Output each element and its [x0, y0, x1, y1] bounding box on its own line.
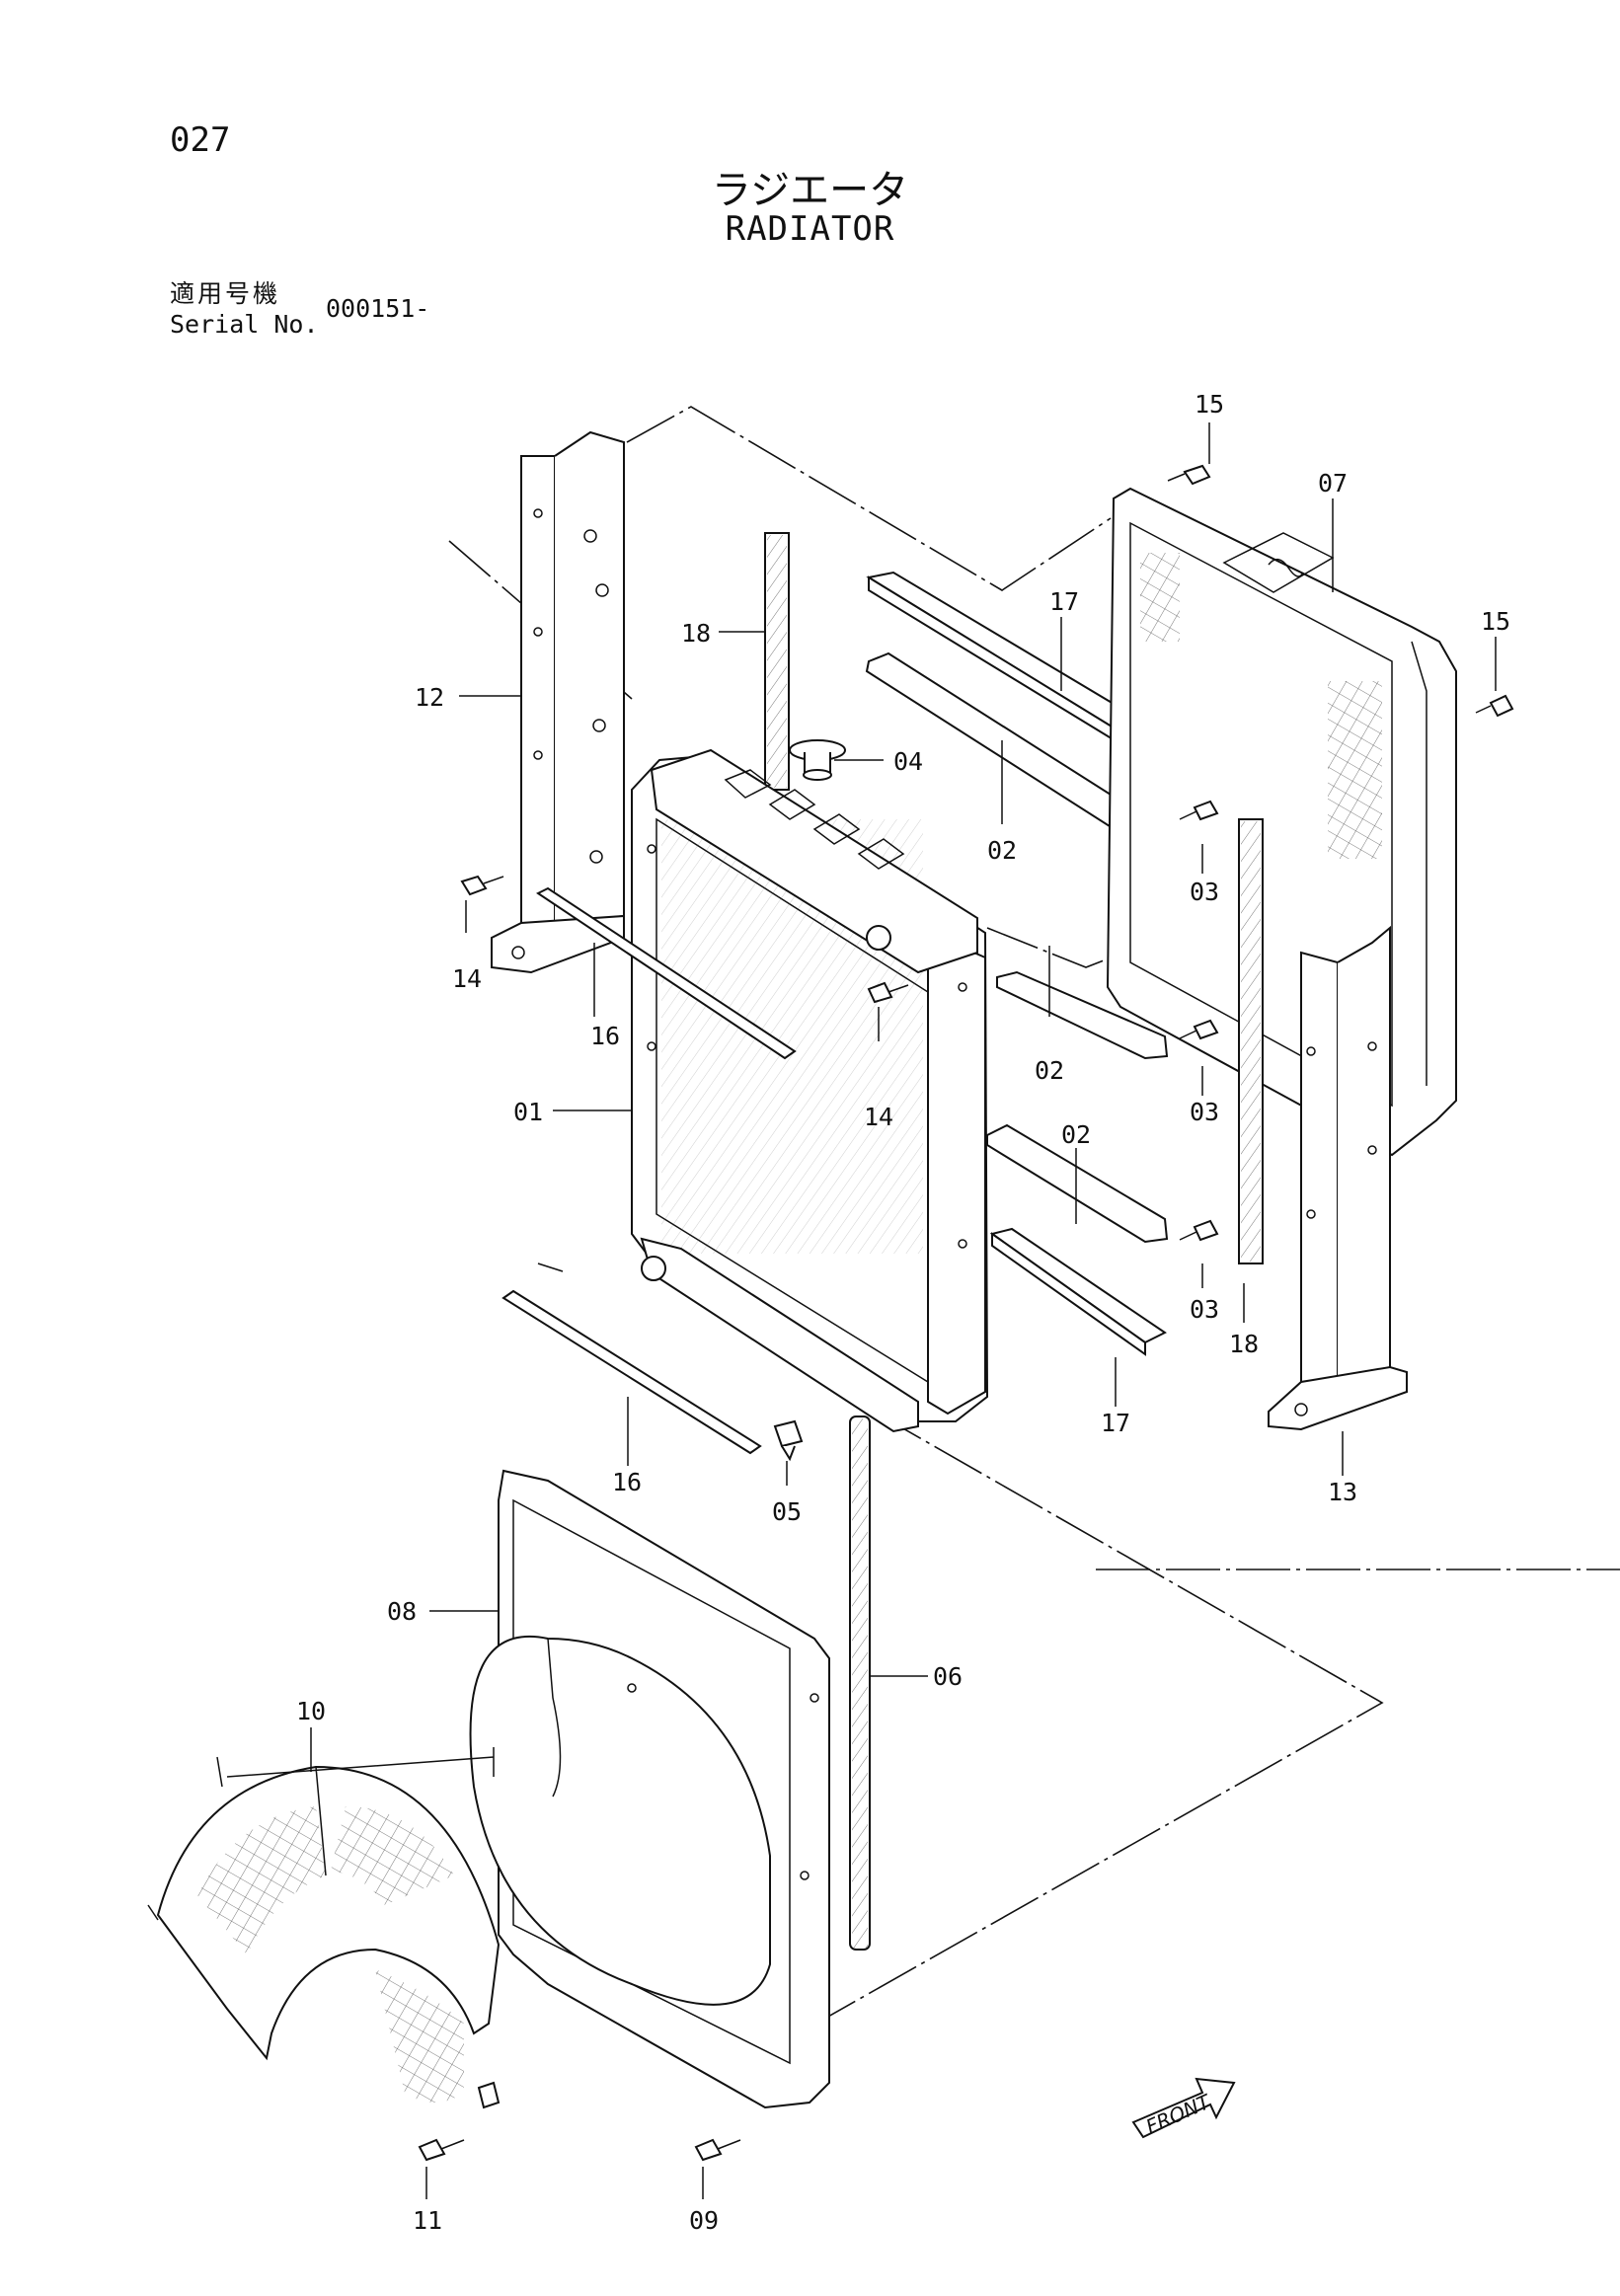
callout-labels: 15 07 15 12 18 17 04 02 03 02 03 02 03 1…: [296, 390, 1510, 2235]
callout-03-middle: 03: [1190, 1098, 1219, 1126]
callout-15-right: 15: [1481, 607, 1510, 636]
callout-12: 12: [415, 683, 444, 712]
callout-14-center: 14: [864, 1103, 893, 1131]
radiator-cap-04: [789, 739, 846, 781]
serial-number-value: 000151-: [326, 294, 430, 323]
front-marker-label: FRONT: [1142, 2089, 1215, 2138]
bolt-03-b: [1179, 1019, 1219, 1040]
callout-09: 09: [689, 2206, 719, 2235]
sponge-17-lower: [989, 1227, 1167, 1356]
left-bracket-12: [491, 430, 625, 974]
bolt-09: [694, 2138, 741, 2162]
callout-17-upper: 17: [1049, 587, 1079, 616]
fan-guard-10: [147, 1747, 501, 2109]
callout-02-lower: 02: [1061, 1120, 1091, 1149]
bolts: [418, 464, 1514, 2162]
drain-hose-06: [849, 1416, 871, 1951]
fan-shroud-08: [469, 1469, 830, 2109]
callout-13: 13: [1328, 1478, 1357, 1506]
callout-03-upper: 03: [1190, 878, 1219, 906]
rubber-strip-18-left: [764, 532, 790, 791]
callout-18-left: 18: [681, 619, 711, 648]
title-english: RADIATOR: [725, 209, 895, 249]
callout-07: 07: [1318, 469, 1348, 497]
callout-02-middle: 02: [1035, 1056, 1064, 1085]
callout-16-lower: 16: [612, 1468, 642, 1496]
callout-18-right: 18: [1229, 1330, 1259, 1358]
radiator-core-01: [631, 748, 989, 1433]
right-bracket-13: [1268, 925, 1408, 1431]
callout-14-left: 14: [452, 964, 482, 993]
strip-16-lower: [501, 1289, 762, 1455]
strip-16-upper: [536, 886, 797, 1060]
callout-02-upper: 02: [987, 836, 1017, 865]
drain-cock-05: [773, 1419, 804, 1462]
serial-label-japanese: 適用号機: [170, 279, 281, 308]
rubber-strip-18-right: [1238, 818, 1264, 1264]
serial-label-english: Serial No.: [170, 310, 319, 339]
bolt-15-right: [1475, 694, 1514, 718]
callout-04: 04: [893, 747, 923, 776]
title-japanese: ラジエータ: [711, 168, 909, 213]
callout-16-upper: 16: [590, 1022, 620, 1050]
bolt-03-a: [1179, 800, 1219, 821]
leader-lines: [310, 422, 1497, 2199]
callout-06: 06: [933, 1662, 963, 1691]
callout-08: 08: [387, 1597, 417, 1626]
bolt-15-top: [1167, 464, 1211, 486]
bolt-03-c: [1179, 1219, 1219, 1242]
callout-03-lower: 03: [1190, 1295, 1219, 1324]
callout-01: 01: [513, 1098, 543, 1126]
front-direction-marker: FRONT: [1131, 2077, 1236, 2139]
page-number: 027: [170, 120, 231, 160]
callout-17-lower: 17: [1101, 1409, 1130, 1437]
callout-15-top: 15: [1195, 390, 1224, 419]
callout-05: 05: [772, 1497, 802, 1526]
bolt-14-left: [460, 875, 504, 896]
bolt-11: [418, 2138, 465, 2162]
callout-10: 10: [296, 1697, 326, 1725]
bolt-14-center: [867, 981, 909, 1004]
callout-11: 11: [413, 2206, 442, 2235]
